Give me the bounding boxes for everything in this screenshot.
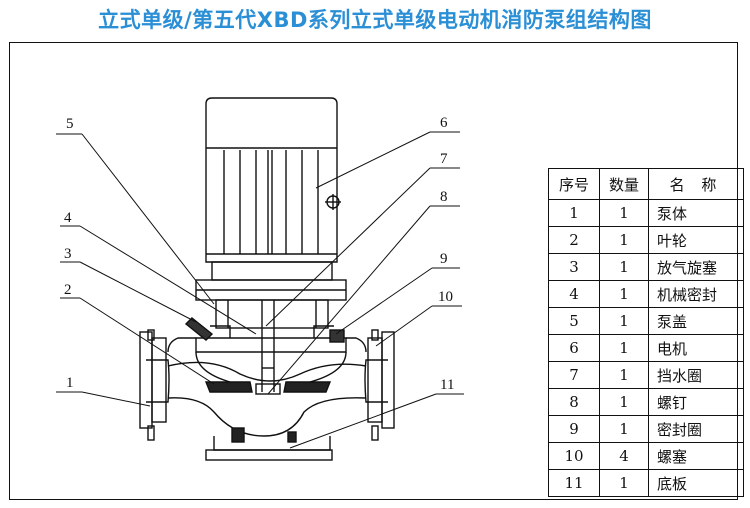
row-quantity: 1 <box>599 280 649 308</box>
row-name: 泵盖 <box>648 307 744 335</box>
row-quantity: 1 <box>599 415 649 443</box>
row-index: 8 <box>548 388 600 416</box>
pump-body <box>139 317 395 461</box>
callout-4: 4 <box>64 210 72 226</box>
row-index: 7 <box>548 361 600 389</box>
row-name: 叶轮 <box>648 226 744 254</box>
row-quantity: 1 <box>599 253 649 281</box>
callout-2: 2 <box>64 282 72 298</box>
callout-7: 7 <box>440 151 448 167</box>
row-name: 螺塞 <box>648 442 744 470</box>
row-index: 3 <box>548 253 600 281</box>
row-index: 11 <box>548 469 600 497</box>
row-quantity: 4 <box>599 442 649 470</box>
row-quantity: 1 <box>599 307 649 335</box>
callout-6: 6 <box>440 115 448 131</box>
row-name: 泵体 <box>648 199 744 227</box>
header-quantity: 数量 <box>599 168 649 200</box>
diagram-title: 立式单级/第五代XBD系列立式单级电动机消防泵组结构图 <box>98 8 652 32</box>
row-name: 密封圈 <box>648 415 744 443</box>
callout-10: 10 <box>438 289 453 305</box>
row-index: 9 <box>548 415 600 443</box>
callout-11: 11 <box>440 377 454 393</box>
row-name: 放气旋塞 <box>648 253 744 281</box>
row-name: 螺钉 <box>648 388 744 416</box>
row-name: 电机 <box>648 334 744 362</box>
row-quantity: 1 <box>599 469 649 497</box>
row-name: 挡水圈 <box>648 361 744 389</box>
callout-5: 5 <box>66 116 74 132</box>
parts-table-header: 序号 数量 名 称 <box>548 168 744 200</box>
row-index: 5 <box>548 307 600 335</box>
row-index: 10 <box>548 442 600 470</box>
row-name: 机械密封 <box>648 280 744 308</box>
row-index: 2 <box>548 226 600 254</box>
row-quantity: 1 <box>599 334 649 362</box>
row-index: 1 <box>548 199 600 227</box>
motor <box>205 97 341 263</box>
motor-flange <box>195 261 347 329</box>
header-index: 序号 <box>548 168 600 200</box>
callout-8: 8 <box>440 189 448 205</box>
row-quantity: 1 <box>599 388 649 416</box>
row-quantity: 1 <box>599 199 649 227</box>
shaft <box>261 300 275 392</box>
callout-9: 9 <box>440 251 448 267</box>
callout-1: 1 <box>66 375 74 391</box>
row-quantity: 1 <box>599 361 649 389</box>
callout-3: 3 <box>64 246 72 262</box>
row-quantity: 1 <box>599 226 649 254</box>
row-index: 6 <box>548 334 600 362</box>
row-index: 4 <box>548 280 600 308</box>
header-name: 名 称 <box>648 168 744 200</box>
row-name: 底板 <box>648 469 744 497</box>
